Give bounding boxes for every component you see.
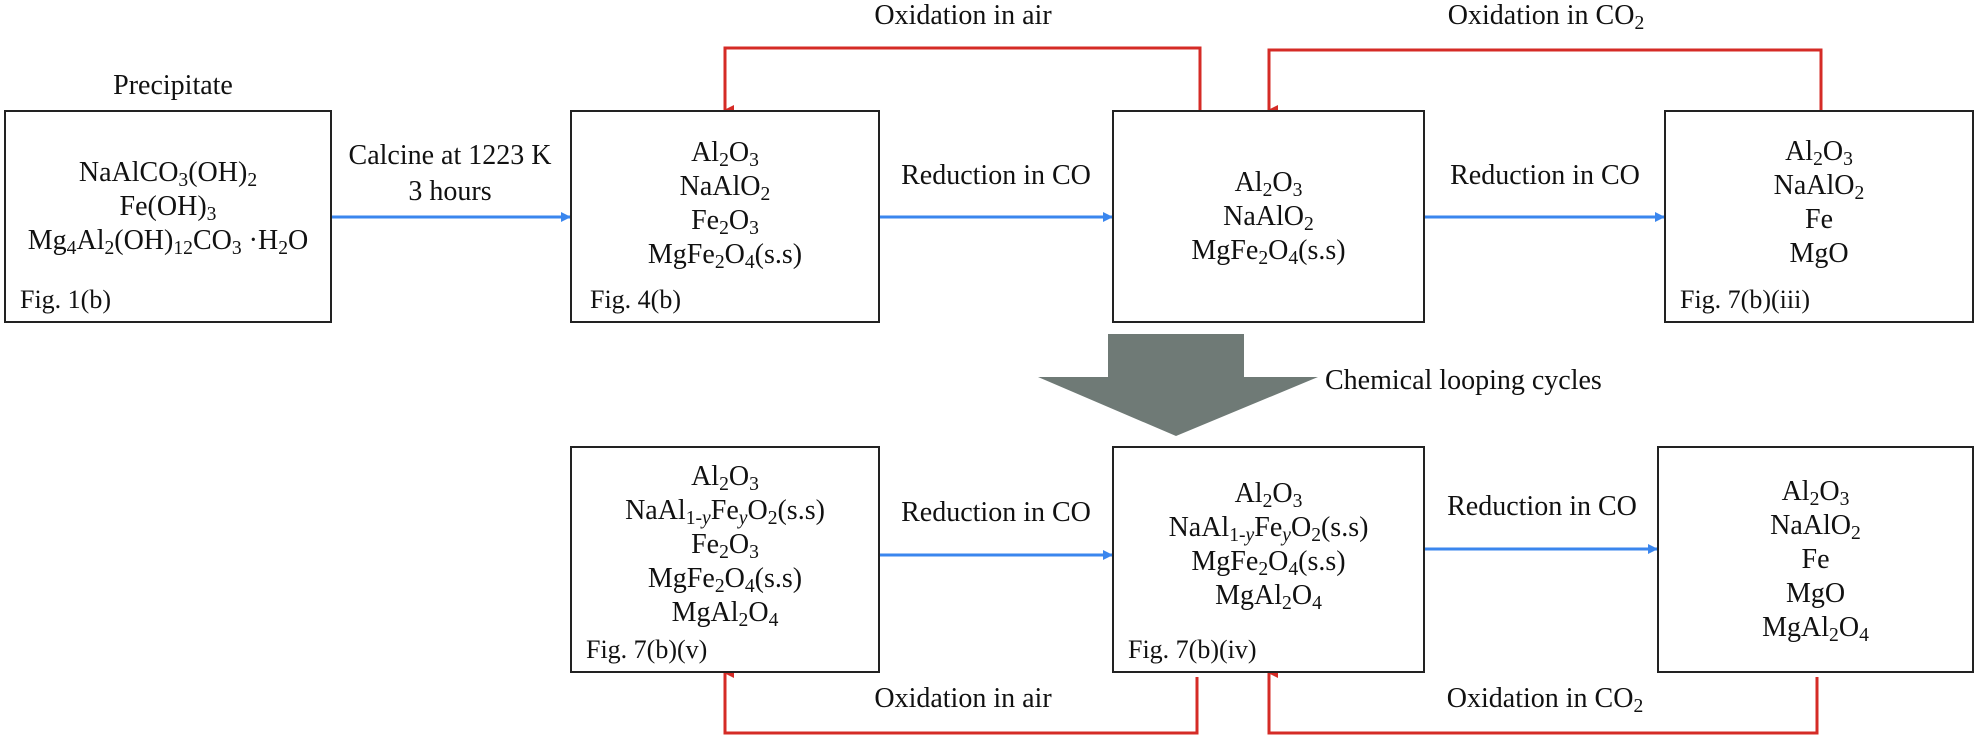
reduction-label-2: Reduction in CO <box>1450 160 1640 191</box>
arrow-oxidation-co2-bottom <box>1267 668 1819 735</box>
formula-line: Al2O3 <box>691 136 759 171</box>
formula-line: MgO <box>1789 237 1849 269</box>
fig-label-7b-v: Fig. 7(b)(v) <box>586 635 708 664</box>
oxidation-air-top-label: Oxidation in air <box>874 0 1052 31</box>
formula-line: MgFe2O4(s.s) <box>647 562 803 597</box>
formula-line: Mg4Al2(OH)12CO3 ·H2O <box>27 224 309 259</box>
arrow-oxidation-air-bottom <box>723 668 1199 735</box>
arrow-oxidation-air-top <box>723 46 1202 115</box>
formula-line: Al2O3 <box>1785 135 1853 170</box>
formula-line: NaAlO2 <box>1773 169 1865 204</box>
formula-line: Al2O3 <box>1234 166 1303 201</box>
calcine-label-line1: Calcine at 1223 K <box>348 140 552 171</box>
chemical-looping-arrow <box>1038 334 1318 436</box>
reduction-label-1: Reduction in CO <box>901 160 1091 191</box>
formula-line: MgFe2O4(s.s) <box>647 238 803 273</box>
arrow-oxidation-co2-top <box>1267 48 1823 115</box>
oxidation-co2-bottom-label: Oxidation in CO2 <box>1446 683 1644 717</box>
formula-line: NaAlO2 <box>1223 200 1314 235</box>
formula-line: NaAlO2 <box>679 170 771 205</box>
formula-line: MgO <box>1785 577 1846 609</box>
chemical-looping-label: Chemical looping cycles <box>1325 365 1602 396</box>
formula-line: MgAl2O4 <box>671 596 779 631</box>
formula-line: MgFe2O4(s.s) <box>1191 234 1346 269</box>
formula-line: Fe2O3 <box>691 528 759 563</box>
calcine-label-line2: 3 hours <box>408 176 492 207</box>
precipitate-label: Precipitate <box>113 70 233 101</box>
fig-label-7b-iv: Fig. 7(b)(iv) <box>1128 635 1257 664</box>
formula-line: MgFe2O4(s.s) <box>1191 545 1346 580</box>
formula-line: Fe2O3 <box>691 204 759 239</box>
formula-line: Al2O3 <box>1781 475 1850 510</box>
formula-line: Fe <box>1805 203 1833 235</box>
reduction-label-4: Reduction in CO <box>1447 491 1637 522</box>
formula-line: MgAl2O4 <box>1762 611 1869 646</box>
formula-line: Al2O3 <box>1234 477 1303 512</box>
formula-line: NaAl1-yFeyO2(s.s) <box>625 494 825 529</box>
formula-line: MgAl2O4 <box>1215 579 1322 614</box>
formula-line: Al2O3 <box>691 460 759 495</box>
oxidation-air-bottom-label: Oxidation in air <box>874 683 1052 714</box>
fig-label-1b: Fig. 1(b) <box>20 285 111 314</box>
reduction-label-3: Reduction in CO <box>901 497 1091 528</box>
formula-line: Fe(OH)3 <box>119 190 217 225</box>
formula-line: Fe <box>1801 543 1830 575</box>
formula-line: NaAlCO3(OH)2 <box>78 156 258 191</box>
oxidation-co2-top-label: Oxidation in CO2 <box>1447 0 1645 34</box>
formula-line: NaAl1-yFeyO2(s.s) <box>1168 511 1369 546</box>
fig-label-4b: Fig. 4(b) <box>590 285 681 314</box>
formula-line: NaAlO2 <box>1770 509 1861 544</box>
fig-label-7b-iii: Fig. 7(b)(iii) <box>1680 285 1810 314</box>
